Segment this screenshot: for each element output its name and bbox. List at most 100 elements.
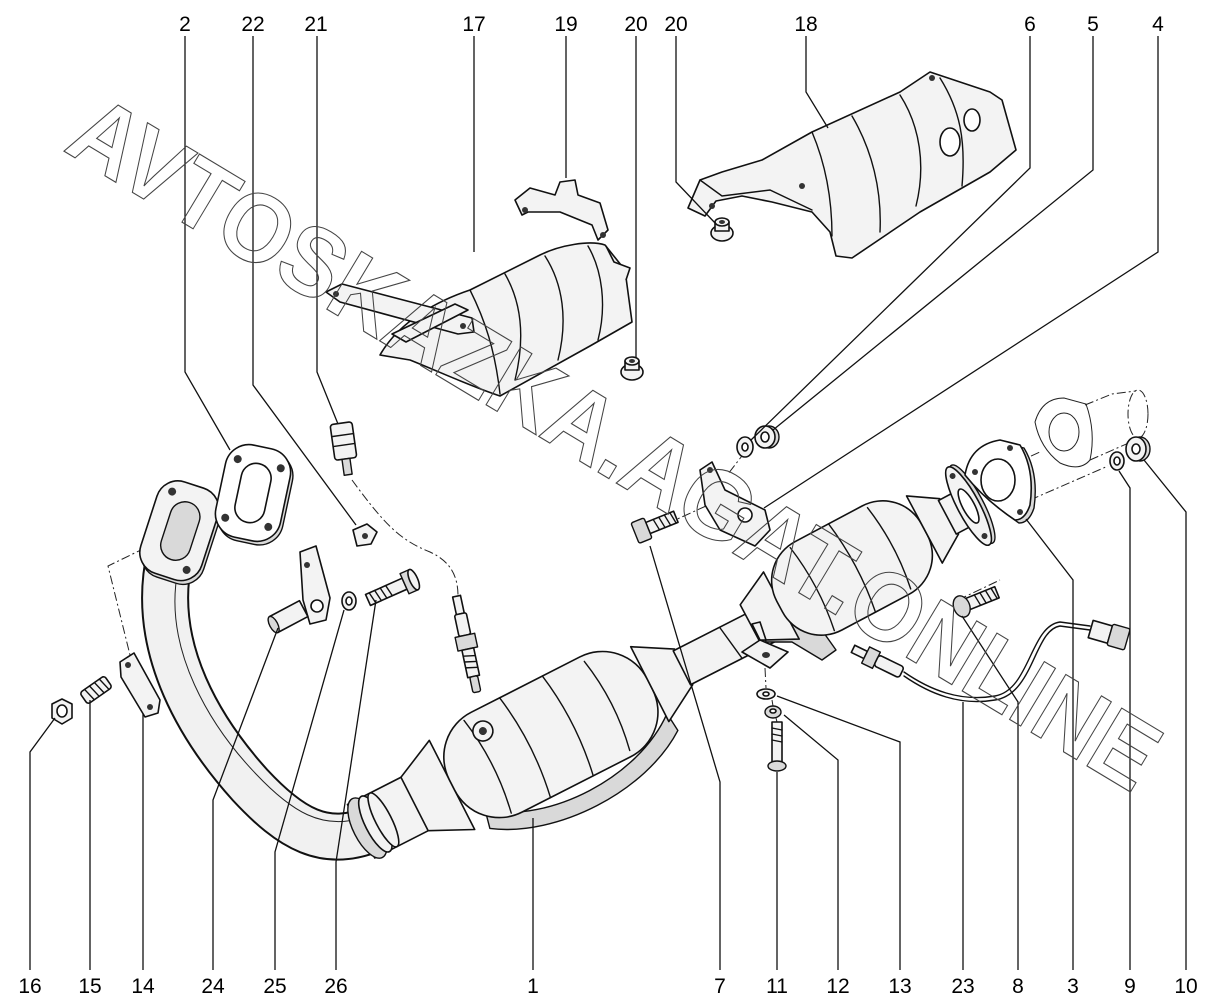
phantom-flange-outline [1034, 397, 1093, 468]
callout-26: 26 [324, 975, 347, 998]
callout-16: 16 [18, 975, 41, 998]
hanger-bolt [767, 721, 787, 772]
catalytic-converter-rear [739, 464, 996, 641]
callout-17: 17 [462, 13, 485, 36]
downpipe-fill [143, 550, 384, 859]
converter-body [443, 650, 659, 819]
leader-line-12 [783, 714, 839, 970]
callout-10: 10 [1174, 975, 1197, 998]
front-flange-port [159, 501, 201, 562]
nut-hole [629, 359, 635, 363]
front-flange-gasket [214, 443, 294, 546]
callout-25: 25 [263, 975, 286, 998]
callout-14: 14 [131, 975, 155, 998]
hanger-washer [756, 688, 776, 700]
support-bolt-thread [368, 584, 394, 604]
gasket-hole-4 [264, 522, 273, 531]
rear-oxygen-sensor-body [850, 644, 904, 678]
heat-shield-rear-hole [709, 203, 715, 209]
leader-line-20-upper [675, 36, 717, 225]
converter-bracket-hole-2 [707, 467, 713, 473]
bracket-nut [754, 425, 780, 449]
front-downpipe [141, 549, 385, 861]
callouts-top: 2 22 21 17 19 20 20 18 6 5 4 [179, 13, 1164, 36]
outlet-cone [629, 645, 694, 723]
assembly-line-rear-bolt [957, 579, 1001, 601]
manifold-stud [80, 676, 112, 704]
gasket-port [234, 462, 272, 524]
nut-hole [719, 220, 725, 224]
locking-plate-hole [125, 662, 131, 668]
leader-line-26 [335, 599, 377, 970]
heat-shield-front-ribs [469, 245, 604, 395]
rear-nut-hole [1131, 443, 1141, 455]
rear-gasket-hole [972, 469, 978, 475]
connector-ridges [331, 432, 356, 448]
rear-converter-ribs [789, 506, 912, 632]
rear-gasket-hole-2 [1007, 445, 1013, 451]
heat-shield-rear-boss-2 [963, 108, 981, 132]
gasket-hole-2 [276, 464, 285, 473]
leader-line-8 [961, 615, 1019, 970]
shield-bracket-hole-2 [600, 232, 606, 238]
shield-bracket-plate [514, 179, 609, 241]
manifold-stud-thread [83, 678, 110, 701]
converter-bracket-plate [699, 461, 771, 547]
heat-shield-rear-boss [939, 127, 961, 157]
rear-oxygen-sensor-wire [903, 621, 1091, 699]
leader-line-10 [1143, 459, 1187, 970]
callout-20-upper: 20 [664, 13, 687, 36]
callout-4: 4 [1152, 13, 1164, 36]
callout-9: 9 [1124, 975, 1136, 998]
callout-18: 18 [794, 13, 817, 36]
callout-20-lower: 20 [624, 13, 647, 36]
leader-line-25 [274, 609, 345, 970]
front-sensor-wire-boot [451, 594, 466, 616]
phantom-tailpipe-end [1127, 389, 1149, 439]
front-sensor-connector [329, 421, 358, 476]
leader-line-21 [316, 36, 339, 425]
heat-shield-front-hole [333, 291, 339, 297]
pipe-hanger-hole [762, 652, 770, 658]
flange-nut-upper [710, 217, 734, 242]
front-pipe-flange [139, 480, 222, 586]
callout-19: 19 [554, 13, 577, 36]
leader-line-6 [750, 36, 1031, 441]
heat-shield-front [325, 242, 633, 397]
callout-22: 22 [241, 13, 264, 36]
locking-plate-body [119, 652, 161, 718]
rear-flange-gasket [964, 439, 1036, 524]
leader-line-5 [772, 36, 1094, 431]
callout-21: 21 [304, 13, 327, 36]
front-flange-hole-2 [182, 565, 191, 574]
pipe-support-hole-2 [304, 562, 310, 568]
nut-hole [760, 431, 770, 443]
callout-13: 13 [888, 975, 911, 998]
pipe-support-bracket [267, 545, 331, 634]
manifold-nut [51, 698, 73, 725]
bracket-washer [736, 436, 754, 458]
o2-sensor-port [478, 727, 487, 736]
leader-line-24 [212, 627, 279, 970]
front-sensor-thread [461, 646, 481, 679]
rear-bolt-thread [973, 587, 999, 607]
gasket-hole-3 [221, 513, 230, 522]
heat-shield-front-tab [605, 245, 631, 281]
gasket-hole [233, 455, 242, 464]
rear-gasket-hole-3 [1017, 509, 1023, 515]
shield-bracket [514, 179, 609, 241]
pipe-support-hole [310, 599, 324, 613]
heat-shield-front-cross-strap [391, 303, 469, 343]
assembly-line-front-flange [107, 547, 146, 656]
callout-6: 6 [1024, 13, 1036, 36]
callout-1: 1 [527, 975, 539, 998]
manifold-nut-hole [56, 704, 68, 718]
leader-line-9 [1118, 470, 1131, 970]
front-sensor-housing [454, 612, 472, 638]
rear-oxygen-sensor-connector [1087, 619, 1131, 651]
pipe-hanger-tab [751, 621, 767, 641]
pipe-support-sleeve [267, 599, 309, 634]
bracket-bolt [630, 510, 679, 544]
callout-7: 7 [714, 975, 726, 998]
